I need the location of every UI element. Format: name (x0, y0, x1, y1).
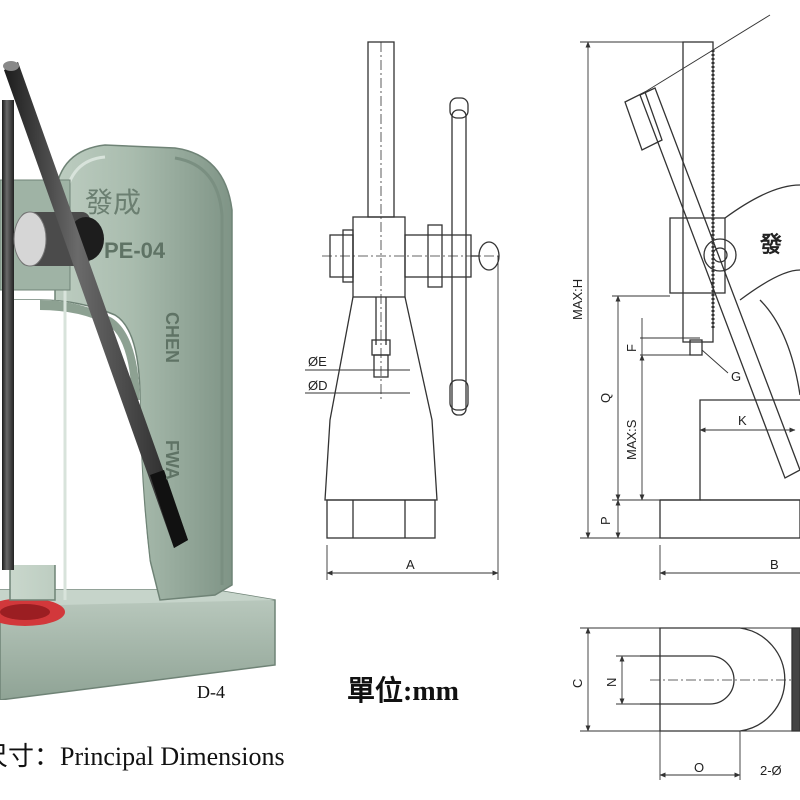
top-view-drawing (580, 627, 800, 780)
model-label: D-4 (197, 682, 225, 702)
dim-label-q: Q (598, 393, 613, 403)
dim-label-phi-d: ØD (308, 378, 328, 393)
units-caption: 單位:mm (347, 674, 459, 707)
side-view-drawing (580, 14, 800, 580)
title-caption: 尺寸：Principal Dimensions (0, 742, 285, 771)
dim-label-n: N (604, 678, 619, 687)
dim-label-g: G (731, 369, 741, 384)
ram-bar (2, 100, 14, 570)
arbor-press-photo: 發成 PE-04 CHEN FWA (0, 61, 276, 700)
dim-label-p: P (598, 516, 613, 525)
casting-text-brand: 發成 (85, 186, 141, 219)
dim-label-max-s: MAX:S (624, 419, 639, 460)
casting-text-chen: CHEN (162, 312, 182, 363)
casting-text-model: PE-04 (104, 238, 166, 263)
casting-text-fwa: FWA (162, 440, 182, 480)
dim-label-max-h: MAX:H (570, 279, 585, 320)
dim-label-phi-e: ØE (308, 354, 327, 369)
side-logo: 發 (759, 232, 782, 258)
handle-lever (4, 62, 188, 548)
dim-label-c: C (570, 679, 585, 688)
dim-label-f: F (624, 344, 639, 352)
dim-label-a: A (406, 557, 415, 572)
dim-label-o: O (694, 760, 704, 775)
front-view-drawing (305, 41, 500, 580)
dim-label-b: B (770, 557, 779, 572)
dim-label-k: K (738, 413, 747, 428)
dim-label-holes: 2-Ø (760, 763, 782, 778)
